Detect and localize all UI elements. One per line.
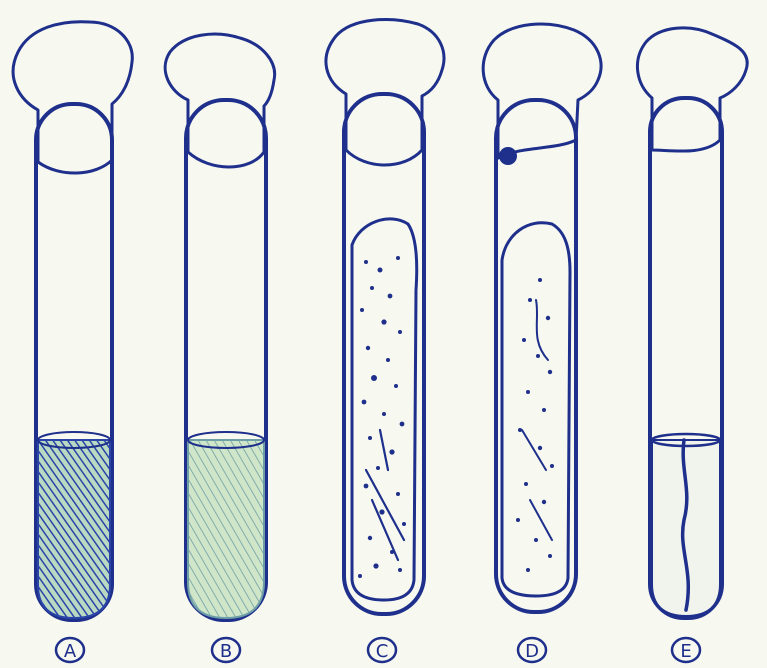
label-e-group: E [672,638,700,662]
tube-b [165,34,274,620]
label-c: C [376,641,389,662]
tube-e-stopper [637,28,747,151]
label-b: B [220,641,232,662]
tube-c [326,20,444,614]
label-e: E [680,641,691,662]
tube-c-glass [344,94,424,614]
label-d-group: D [518,638,546,662]
tube-e-medium [652,440,720,616]
tube-d-ink-blot [499,147,517,165]
tube-a-stopper [13,22,132,173]
label-a-group: A [56,638,84,662]
label-b-group: B [212,638,240,662]
tube-d-colonies [516,278,554,572]
tube-b-medium [188,440,264,618]
label-d: D [525,641,539,662]
tube-a [13,22,132,620]
label-a: A [64,641,77,662]
tube-e [637,28,747,618]
tube-c-slant [352,219,417,600]
tube-a-medium [38,440,110,618]
label-c-group: C [368,638,396,662]
tube-d-stopper [483,24,601,158]
tube-d [483,24,601,612]
